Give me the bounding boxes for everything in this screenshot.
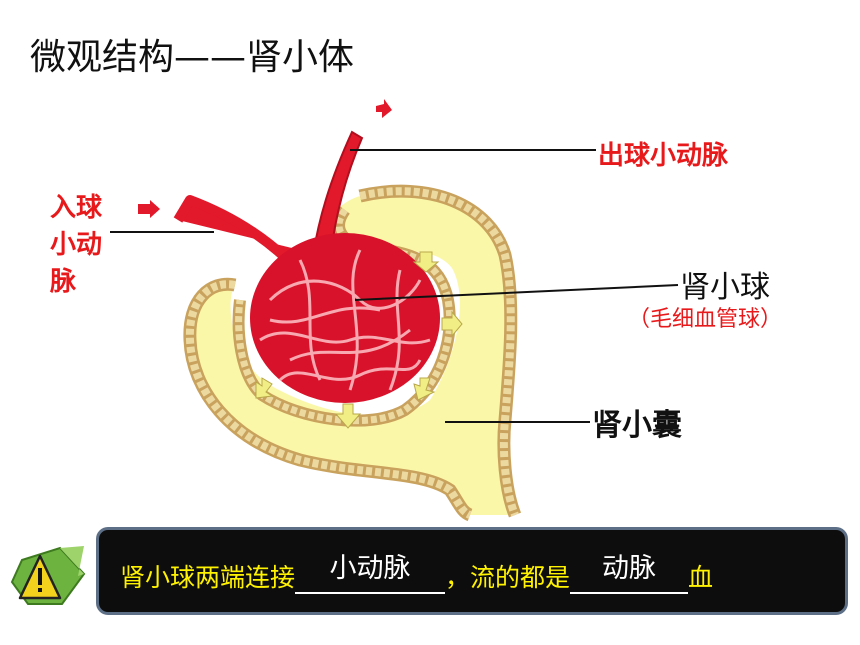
capillary-loops — [259, 249, 431, 391]
label-afferent-line-2: 小动 — [50, 230, 103, 260]
label-afferent-line-3: 脉 — [50, 267, 77, 297]
blank-2: 动脉 — [570, 553, 689, 594]
outflow-arrow — [376, 99, 392, 118]
label-glomerulus-sub: （毛细血管球） — [628, 307, 783, 332]
note-box — [96, 527, 848, 615]
warning-icon — [10, 546, 86, 605]
blank-1: 小动脉 — [295, 553, 446, 594]
capsule-outer-wall-left — [183, 277, 473, 522]
note-part-3: 血 — [688, 563, 714, 592]
filtration-arrows — [255, 251, 463, 429]
efferent-arteriole — [310, 130, 364, 263]
label-afferent-arteriole: 入球 小动 脉 — [50, 190, 110, 301]
answer-2: 动脉 — [602, 553, 657, 584]
label-efferent-arteriole: 出球小动脉 — [598, 141, 729, 171]
note-part-1: 肾小球两端连接 — [120, 563, 296, 592]
glomerulus-ball — [250, 233, 440, 403]
label-glomerulus: 肾小球 — [680, 270, 770, 305]
note-text: 肾小球两端连接 小动脉 ，流的都是 动脉 血 — [120, 553, 714, 594]
answer-1: 小动脉 — [329, 553, 411, 584]
label-afferent-line-1: 入球 — [50, 193, 103, 223]
note-part-2: ，流的都是 — [445, 563, 571, 592]
inflow-arrow — [138, 200, 160, 218]
capsule-space — [189, 191, 515, 515]
leader-glomerulus — [354, 284, 679, 301]
page-title: 微观结构——肾小体 — [30, 37, 355, 78]
label-bowman-capsule: 肾小囊 — [592, 408, 682, 443]
